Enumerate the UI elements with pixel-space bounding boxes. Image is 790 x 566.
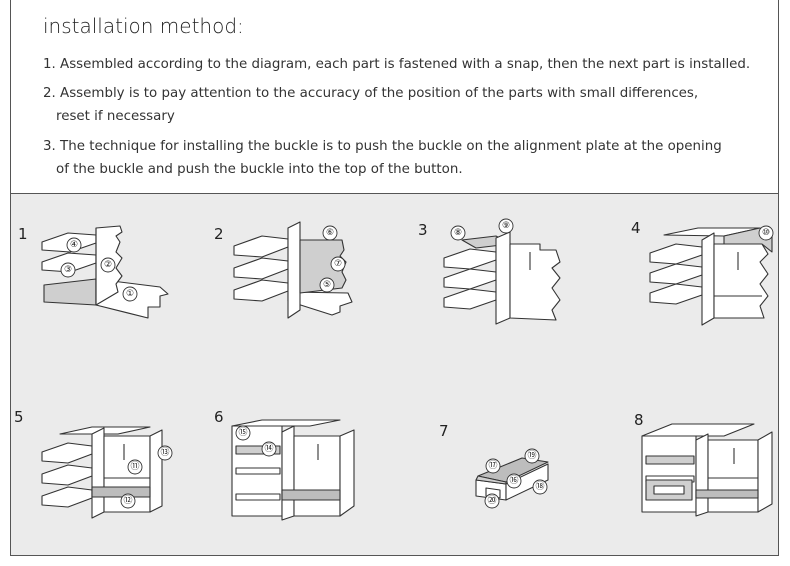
part-20-label: ⑳ [487,495,496,506]
part-19-callout: ⑲ [524,448,540,464]
step-number: 1. [43,57,56,72]
part-3-label: ③ [64,265,72,275]
part-18-callout: ⑱ [532,479,548,495]
part-18-label: ⑱ [535,481,544,492]
part-9-callout: ⑨ [498,218,514,234]
figure-4-drawing [649,227,773,326]
figure-4-number: 4 [631,219,641,237]
part-16-callout: ⑯ [506,473,522,489]
figure-3-drawing [443,231,561,325]
part-15-callout: ⑮ [235,425,251,441]
part-13-label: ⑬ [160,447,169,458]
step-text-continued: reset if necessary [56,108,175,124]
part-1-label: ① [126,289,134,299]
figure-5-drawing [41,426,163,519]
step-text: The technique for installing the buckle … [60,139,722,154]
instruction-step-2: 2. Assembly is to pay attention to the a… [43,83,763,128]
step-number: 3. [43,139,56,154]
instruction-step-3: 3. The technique for installing the buck… [43,136,763,181]
page-title: installation method: [43,14,244,38]
part-8-callout: ⑧ [450,225,466,241]
figure-2-number: 2 [214,225,224,243]
figure-1-drawing [41,225,169,319]
figure-3-number: 3 [418,221,428,239]
part-1-callout: ① [122,286,138,302]
section-divider [10,193,779,194]
part-16-label: ⑯ [509,475,518,486]
part-12-label: ⑫ [123,495,132,506]
part-4-callout: ④ [66,237,82,253]
step-text-continued: of the buckle and push the buckle into t… [56,161,463,177]
part-6-callout: ⑥ [322,225,338,241]
part-2-label: ② [104,260,112,270]
figure-6-number: 6 [214,408,224,426]
part-5-label: ⑤ [323,280,331,290]
instruction-step-1: 1. Assembled according to the diagram, e… [43,54,763,77]
figure-7-number: 7 [439,422,449,440]
part-12-callout: ⑫ [120,493,136,509]
part-10-label: ⑩ [762,228,770,238]
part-13-callout: ⑬ [157,445,173,461]
part-2-callout: ② [100,257,116,273]
part-20-callout: ⑳ [484,493,500,509]
part-10-callout: ⑩ [758,225,774,241]
part-15-label: ⑮ [238,427,247,438]
part-4-label: ④ [70,240,78,250]
part-6-label: ⑥ [326,228,334,238]
part-11-callout: ⑪ [127,459,143,475]
instructions-header [11,0,778,193]
part-17-label: ⑰ [488,460,497,471]
part-5-callout: ⑤ [319,277,335,293]
part-14-label: ⑭ [264,443,273,454]
part-19-label: ⑲ [527,450,536,461]
part-7-label: ⑦ [334,259,342,269]
outer-frame [10,0,779,556]
step-text: Assembled according to the diagram, each… [60,57,751,72]
part-3-callout: ③ [60,262,76,278]
figure-5-number: 5 [14,408,24,426]
part-14-callout: ⑭ [261,441,277,457]
part-17-callout: ⑰ [485,458,501,474]
step-number: 2. [43,86,56,101]
part-7-callout: ⑦ [330,256,346,272]
part-11-label: ⑪ [130,461,139,472]
figure-8-number: 8 [634,411,644,429]
part-9-label: ⑨ [502,221,510,231]
figure-2-drawing [233,221,353,319]
figure-8-drawing [641,423,773,517]
part-8-label: ⑧ [454,228,462,238]
figure-6-drawing [231,419,355,521]
step-text: Assembly is to pay attention to the accu… [60,86,699,101]
figure-1-number: 1 [18,225,28,243]
